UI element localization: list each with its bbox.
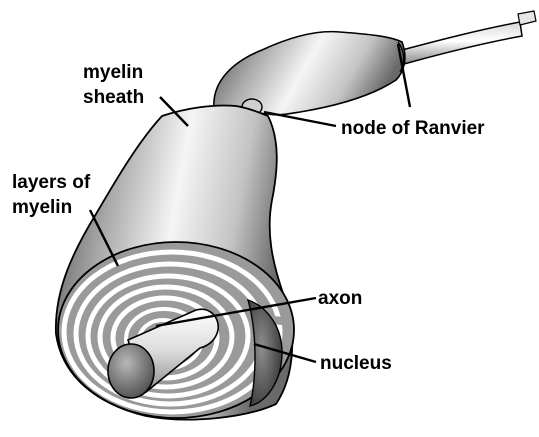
label-layers-of-myelin-line1: layers of	[12, 172, 91, 193]
label-axon: axon	[318, 288, 362, 309]
label-myelin-sheath-line2: sheath	[83, 87, 144, 108]
label-node-of-ranvier: node of Ranvier	[341, 118, 485, 139]
distal-axon	[402, 11, 536, 64]
leader-node-of-ranvier	[264, 112, 336, 126]
label-layers-of-myelin-line2: myelin	[12, 197, 72, 218]
label-myelin-sheath-line1: myelin	[83, 62, 143, 83]
myelin-segment-distal	[214, 32, 405, 115]
label-nucleus: nucleus	[320, 353, 392, 374]
